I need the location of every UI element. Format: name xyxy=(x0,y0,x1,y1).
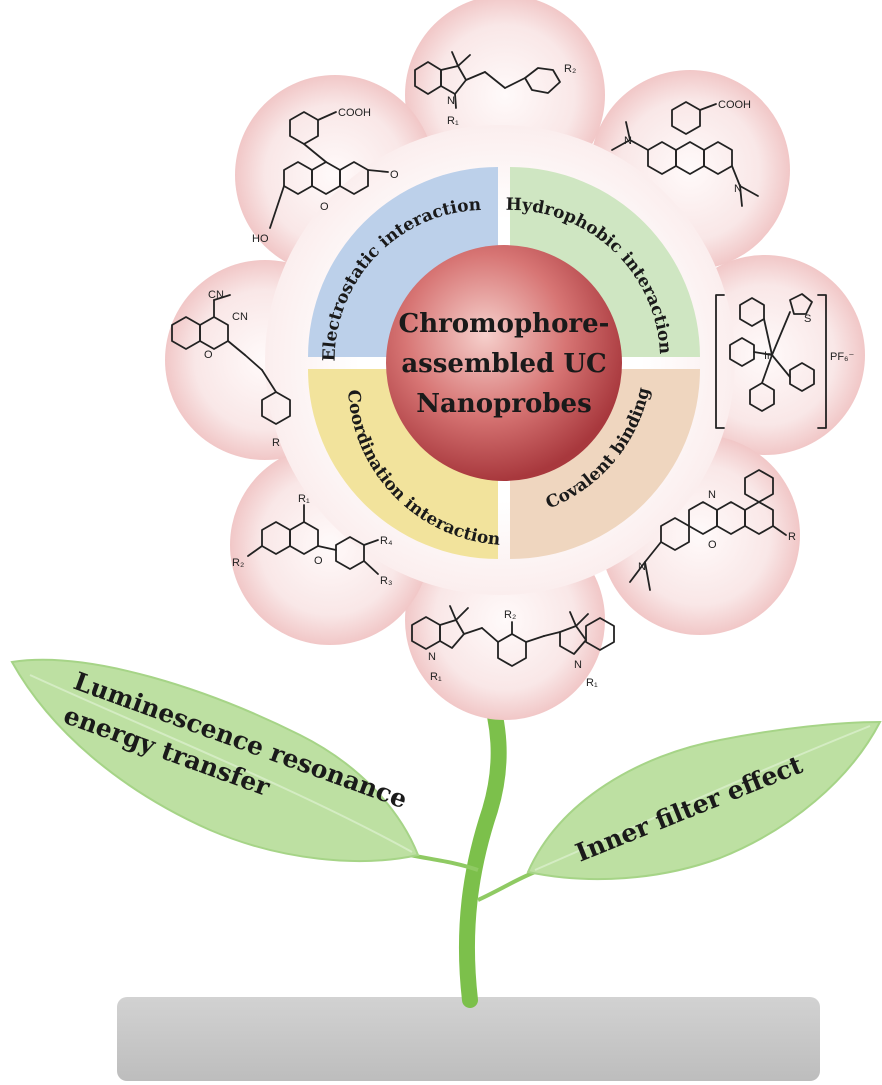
stem xyxy=(458,682,507,1008)
label-r2-cyanine: R₂ xyxy=(504,609,516,621)
label-n-cyanine-left: N xyxy=(428,651,436,663)
quadrant-electrostatic xyxy=(308,167,498,357)
molecule-dcm xyxy=(171,294,291,425)
label-ho: HO xyxy=(252,233,269,245)
right-leaf: Inner filter effect xyxy=(526,720,882,881)
label-r3-flavylium: R₃ xyxy=(380,575,392,587)
label-o-fluorescein-ring: O xyxy=(320,201,329,213)
molecule-rhodamine xyxy=(611,101,759,207)
label-n-rhodamine-left: N xyxy=(624,135,632,147)
center-sphere: Chromophore- assembled UC Nanoprobes xyxy=(386,245,622,481)
left-leaf: Luminescence resonance energy transfer xyxy=(10,658,420,862)
label-r2-flavylium: R₂ xyxy=(232,557,244,569)
label-r1-top: R₁ xyxy=(447,115,459,127)
right-leaf-stalk xyxy=(477,870,536,902)
label-o-dcm: O xyxy=(204,349,213,361)
label-r2-top: R₂ xyxy=(564,63,576,75)
label-r-dcm: R xyxy=(272,437,280,449)
label-r4-flavylium: R₄ xyxy=(380,535,393,547)
molecule-fluorescein xyxy=(269,111,389,229)
label-n-cyanine-right: N xyxy=(574,659,582,671)
molecule-nile-red xyxy=(629,469,787,591)
label-r-nile: R xyxy=(788,531,796,543)
label-n-nile-top: N xyxy=(708,489,716,501)
label-ir: Ir xyxy=(764,350,771,362)
molecule-cyanine xyxy=(411,605,615,667)
label-n-rhodamine-right: N xyxy=(734,183,742,195)
center-line1: Chromophore- xyxy=(399,309,610,339)
label-pf6: PF₆⁻ xyxy=(830,351,854,363)
molecule-top-indolium xyxy=(414,51,561,109)
label-cn-right: CN xyxy=(232,311,248,323)
molecule-flavylium xyxy=(247,504,379,575)
label-cooh-rhodamine: COOH xyxy=(718,99,751,111)
label-r1-flavylium: R₁ xyxy=(298,493,310,505)
label-cooh-fluorescein: COOH xyxy=(338,107,371,119)
label-r1-cyanine-left: R₁ xyxy=(430,671,442,683)
label-n-top: N xyxy=(447,95,455,107)
quadrant-coordination xyxy=(308,369,498,559)
quadrant-hydrophobic xyxy=(510,167,700,357)
quadrant-covalent xyxy=(510,369,700,559)
label-s: S xyxy=(804,313,811,325)
label-o-nile: O xyxy=(708,539,717,551)
label-cn-left: CN xyxy=(208,289,224,301)
label-n-nile-amine: N xyxy=(638,561,646,573)
label-r1-cyanine-right: R₁ xyxy=(586,677,598,689)
center-line3: Nanoprobes xyxy=(416,389,591,419)
molecule-ir-complex xyxy=(715,293,827,429)
left-leaf-stalk xyxy=(409,853,479,872)
flower-pot xyxy=(117,997,820,1081)
label-o-flavylium: O xyxy=(314,555,323,567)
center-line2: assembled UC xyxy=(401,349,606,379)
label-o-fluorescein-right: O xyxy=(390,169,399,181)
